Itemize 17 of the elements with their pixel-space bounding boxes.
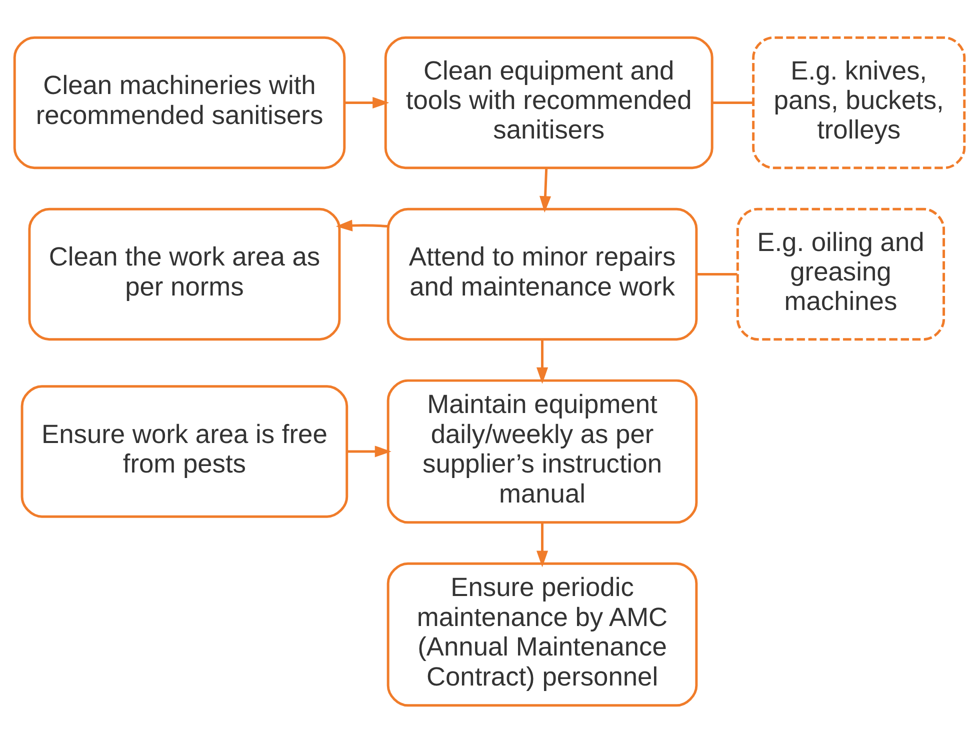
arrow <box>347 445 392 457</box>
connector <box>712 101 753 104</box>
arrow <box>344 96 390 108</box>
node-box: Attend to minor repairs and maintenance work <box>386 207 698 340</box>
arrow <box>336 219 388 231</box>
node-box: Ensure periodic maintenance by AMC (Annual Maintenance Contract) personnel <box>386 562 698 706</box>
arrow <box>536 339 548 384</box>
node-box: Ensure work area is free from pests <box>20 384 348 518</box>
arrow <box>536 522 548 567</box>
node-box: Clean equipment and tools with recommended sanitisers <box>384 36 714 169</box>
node-box: E.g. oiling and greasing machines <box>736 207 946 340</box>
node-box: Clean the work area as per norms <box>28 207 341 340</box>
node-box: E.g. knives, pans, buckets, trolleys <box>752 36 966 169</box>
node-box: Maintain equipment daily/weekly as per supplier’s instruction manual <box>386 378 698 524</box>
connector <box>696 272 738 275</box>
arrow <box>539 167 552 212</box>
node-box: Clean machineries with recommended sanitisers <box>13 36 346 169</box>
